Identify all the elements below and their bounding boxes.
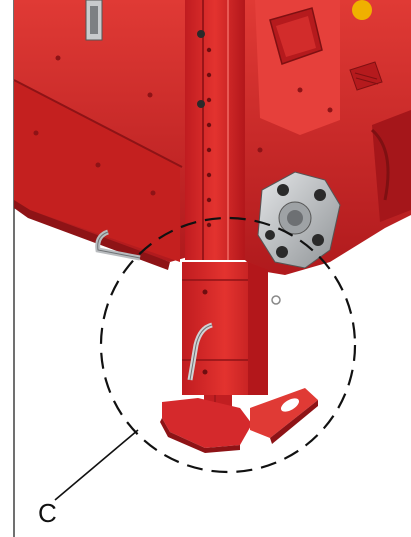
jack-lower-sleeve <box>182 262 268 420</box>
jack-foot-plate <box>160 388 318 453</box>
left-side-panel <box>13 0 195 270</box>
leader-line <box>54 429 139 501</box>
callout-label-c: C <box>38 498 57 528</box>
jack-stand-post <box>185 0 245 260</box>
locking-pin <box>187 295 281 381</box>
steel-mounting-plate <box>257 171 341 269</box>
detail-circle-c <box>99 216 357 474</box>
